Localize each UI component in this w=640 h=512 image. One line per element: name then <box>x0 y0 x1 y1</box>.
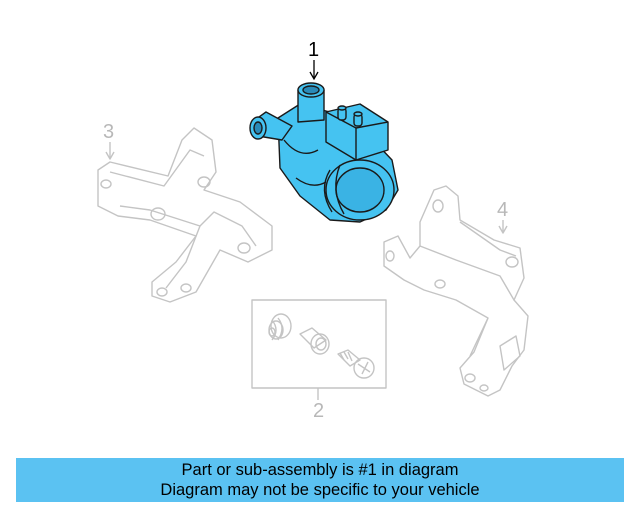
callout-1-leader <box>309 60 319 81</box>
part-1-pump-assembly[interactable] <box>249 82 399 223</box>
callout-label-4: 4 <box>497 199 509 221</box>
callout-label-2: 2 <box>313 400 325 422</box>
banner-line-1: Part or sub-assembly is #1 in diagram <box>181 461 459 479</box>
part-3-bracket <box>97 127 273 303</box>
callout-label-1[interactable]: 1 <box>308 39 320 61</box>
part-4-bracket <box>383 185 529 397</box>
callout-label-3: 3 <box>103 121 115 143</box>
banner-line-2: Diagram may not be specific to your vehi… <box>160 481 480 499</box>
info-banner: Part or sub-assembly is #1 in diagram Di… <box>16 458 624 502</box>
part-2-hardware-kit <box>251 299 387 400</box>
parts-diagram <box>97 60 529 400</box>
